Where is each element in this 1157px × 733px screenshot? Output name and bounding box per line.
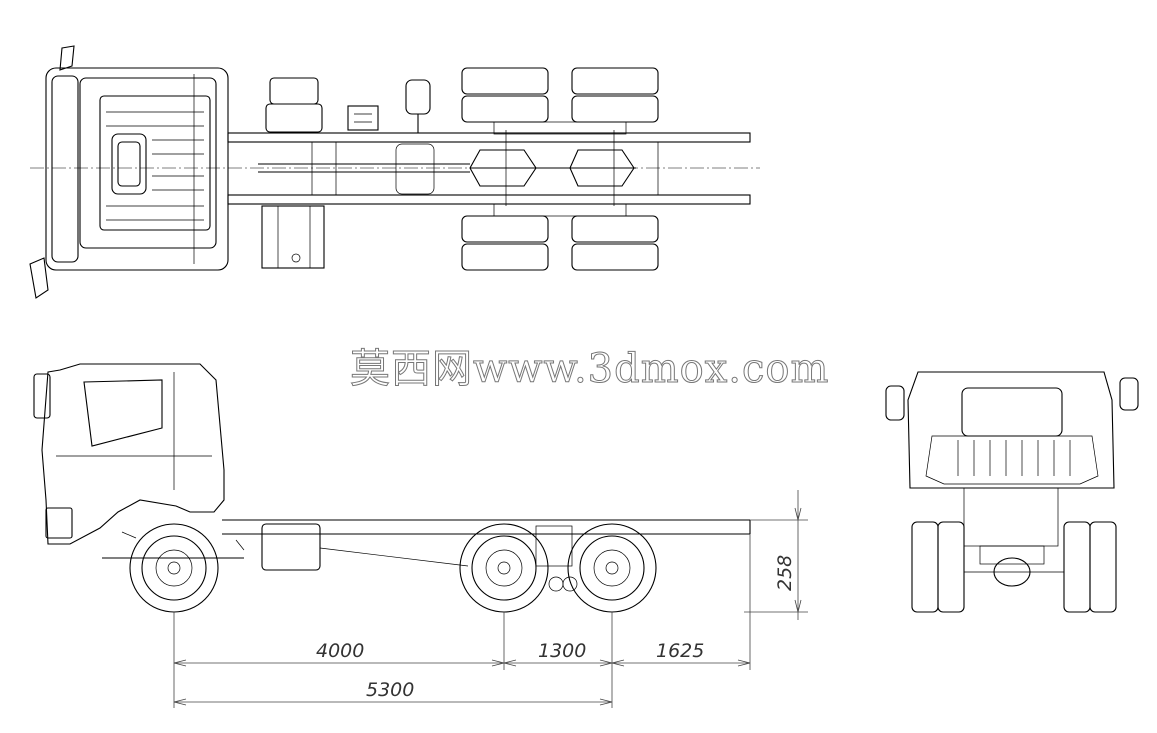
top-tyres [461, 67, 659, 271]
dimension-label-1300: 1300 [538, 640, 586, 662]
dimension-label-4000: 4000 [316, 640, 364, 662]
side-frame [102, 519, 751, 571]
top-view [29, 45, 760, 299]
dimension-label-5300: 5300 [366, 679, 414, 701]
top-cab [29, 45, 760, 299]
top-frame [227, 130, 751, 206]
watermark-text: 莫西网www.3dmox.com [350, 346, 829, 392]
side-wheel-front [129, 523, 219, 613]
dimension-label-1625: 1625 [656, 640, 704, 662]
rear-view [885, 371, 1139, 613]
top-tanks [261, 77, 431, 269]
side-view [33, 363, 751, 613]
dimension-lines [173, 490, 808, 708]
side-wheel-rear-2 [567, 523, 657, 613]
dimension-label-258: 258 [774, 555, 796, 591]
side-wheel-rear-1 [459, 523, 549, 613]
side-cab [33, 363, 225, 545]
